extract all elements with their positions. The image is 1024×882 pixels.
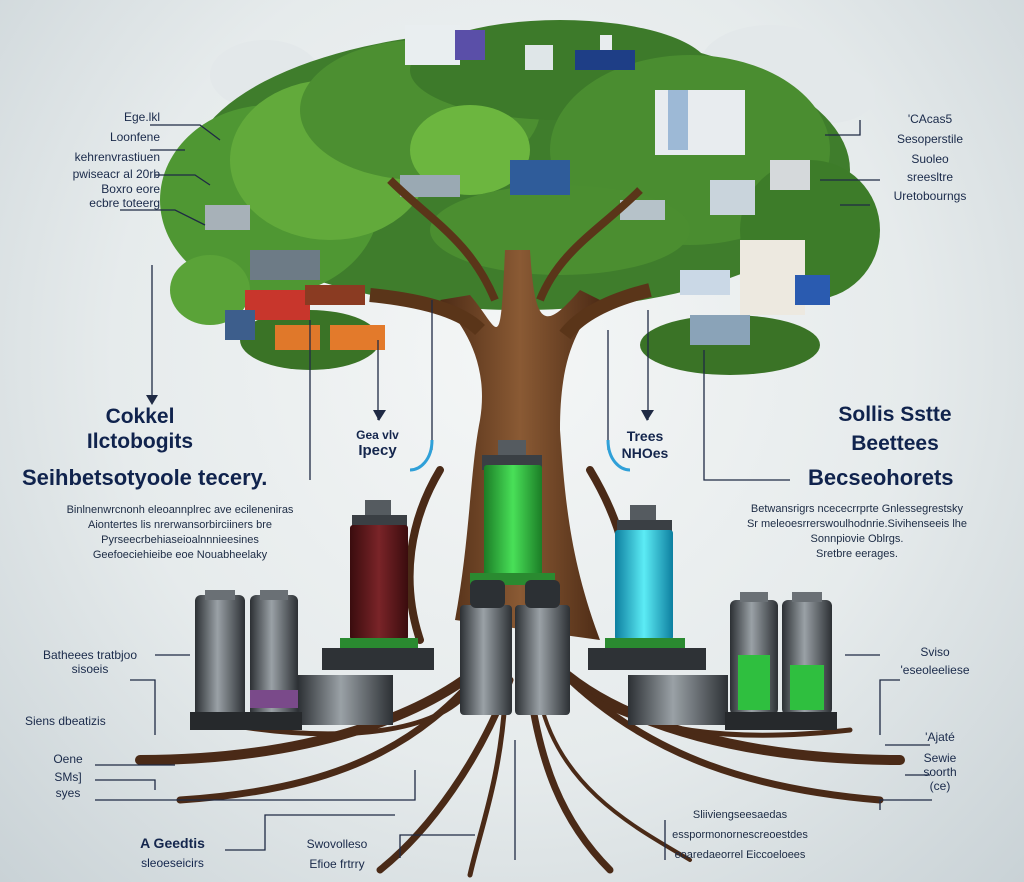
bottom-left-footer-b-line: Swovolleso xyxy=(306,837,368,851)
bottom-right-battery-note-line: Sviso xyxy=(920,645,950,659)
top-right-label: 'CAcas5 xyxy=(907,112,953,126)
bottom-right-stack-line: 'Ajaté xyxy=(925,730,955,744)
center-left-label: Gea vlv Ipecy xyxy=(340,428,415,460)
left-heading-line: Ilctobogits xyxy=(86,429,194,453)
right-heading-line: Sollis Sstte xyxy=(838,403,952,426)
top-right-labels: 'CAcas5 Sesoperstile Suoleo sreesltre Ur… xyxy=(855,112,1005,203)
left-paragraph: Binlnenwrcnonh eleoannplrec ave ecilenen… xyxy=(40,503,320,562)
right-heading: Sollis Sstte Beettees xyxy=(795,403,995,457)
bottom-left-stack-note: Oene SMs] syes xyxy=(42,752,94,800)
left-paragraph-line: Pyrseecrbehiaseioalnnnieesines xyxy=(101,533,259,546)
right-paragraph-line: Sr meleoesrrerswoulhodnrie.Sivihenseeis … xyxy=(746,517,968,530)
bottom-right-stack-note: 'Ajaté Sewie soorth (ce) xyxy=(905,730,975,794)
right-paragraph-line: Sretbre eerages. xyxy=(816,547,898,560)
center-right-label: Trees NHOes xyxy=(605,428,685,461)
cyan-hooks xyxy=(409,439,631,472)
right-paragraph-line: Sonnpiovie Oblrgs. xyxy=(810,532,904,545)
bottom-left-stack-line: Oene xyxy=(53,752,83,766)
bottom-left-stem-note: Siens dbeatizis xyxy=(25,714,106,728)
bottom-left-battery-note-line: Batheees tratbjoo xyxy=(42,648,138,662)
left-paragraph-line: Geefoeciehieibe eoe Nouabheelaky xyxy=(92,548,268,561)
right-heading-line: Beettees xyxy=(851,431,939,455)
bottom-right-footer: Sliiviengseesaedas esspormonornescreoest… xyxy=(655,808,825,863)
arrow-down-icon xyxy=(146,395,654,421)
tree-canopy xyxy=(160,20,880,375)
center-left-label-line: Gea vlv xyxy=(356,428,399,442)
top-right-label: sreesltre xyxy=(906,170,953,185)
top-right-label: Uretobourngs xyxy=(893,188,967,203)
center-right-label-line: Trees xyxy=(626,428,664,444)
left-subheading: Seihbetsotyoole tecery. xyxy=(22,465,268,490)
center-right-label-line: NHOes xyxy=(621,444,669,461)
right-paragraph: Betwansrigrs ncececrrprte Gnlessegrestsk… xyxy=(712,502,1002,561)
battery-gray-group-left xyxy=(190,590,393,730)
bottom-left-footer-a: A Geedtis sleoeseicirs xyxy=(115,835,230,870)
top-left-labels: Ege.lkl Loonfene kehrenvrastiuen pwiseac… xyxy=(0,110,160,210)
bottom-right-footer-line: eoaredaeorrel Eiccoeloees xyxy=(674,848,806,861)
battery-gray-center xyxy=(460,580,570,715)
bottom-left-battery-note-line: sisoeis xyxy=(71,662,109,677)
bottom-right-battery-note: Sviso 'eseoleeliese xyxy=(880,645,990,677)
left-paragraph-line: Binlnenwrcnonh eleoannplrec ave ecilenen… xyxy=(66,504,294,516)
top-left-label: ecbre toteerg xyxy=(89,195,160,210)
top-left-label: Ege.lkl xyxy=(123,110,160,124)
bottom-left-footer-a-line: sleoeseicirs xyxy=(141,855,204,870)
top-left-label: Boxro eore xyxy=(101,181,160,196)
leader-lines xyxy=(95,120,932,860)
battery-gray-group-right xyxy=(628,592,837,730)
battery-red xyxy=(322,500,434,670)
left-heading-line: Cokkel xyxy=(105,405,175,428)
top-left-label: pwiseacr al 20rb xyxy=(72,167,160,182)
bottom-right-battery-note-line: 'eseoleeliese xyxy=(900,663,970,678)
bottom-left-stack-line: syes xyxy=(55,786,81,801)
right-subheading: Becseohorets xyxy=(808,465,954,490)
left-heading: Cokkel Ilctobogits xyxy=(60,405,220,455)
bottom-right-stack-line: soorth xyxy=(923,765,957,780)
bottom-right-stack-line: Sewie xyxy=(923,751,957,766)
top-right-label: Suoleo xyxy=(911,152,949,167)
top-right-label: Sesoperstile xyxy=(896,132,964,147)
left-paragraph-line: Aiontertes lis nrerwansorbirciiners bre xyxy=(87,518,272,531)
bottom-right-footer-line: Sliiviengseesaedas xyxy=(692,809,788,821)
top-left-label: kehrenvrastiuen xyxy=(74,150,160,165)
bottom-right-footer-line: esspormonornescreoestdes xyxy=(672,828,808,841)
bottom-left-footer-b: Swovolleso Efioe frtrry xyxy=(282,837,392,871)
bottom-left-battery-note: Batheees tratbjoo sisoeis xyxy=(30,648,150,676)
top-left-label: Loonfene xyxy=(109,130,160,145)
center-left-label-line: Ipecy xyxy=(358,442,397,460)
bottom-right-stack-line: (ce) xyxy=(929,779,951,794)
bottom-left-stack-line: SMs] xyxy=(54,770,82,785)
right-paragraph-line: Betwansrigrs ncececrrprte Gnlessegrestsk… xyxy=(750,503,964,515)
bottom-left-footer-b-line: Efioe frtrry xyxy=(309,857,365,872)
bottom-left-footer-a-line: A Geedtis xyxy=(140,835,205,851)
battery-cyan xyxy=(588,505,706,670)
